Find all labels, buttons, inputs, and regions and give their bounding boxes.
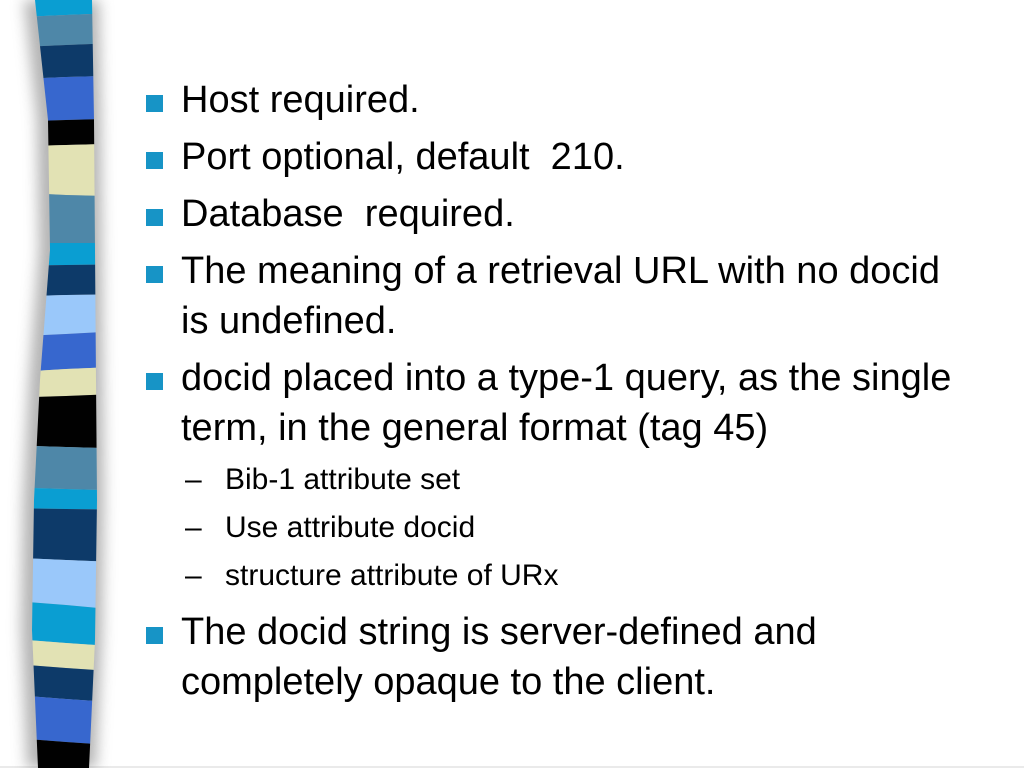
bullet-text: Bib-1 attribute set bbox=[225, 463, 461, 496]
bullet-square-icon bbox=[146, 95, 163, 112]
slide-bottom-edge bbox=[0, 766, 1024, 768]
bullet-item: docid placed into a type-1 query, as the… bbox=[145, 353, 951, 453]
bullet-item: Database required. bbox=[145, 189, 515, 239]
bullet-text: The docid string is server-defined and c… bbox=[181, 611, 817, 703]
bullet-item: The meaning of a retrieval URL with no d… bbox=[145, 246, 940, 346]
bullet-text: Database required. bbox=[181, 193, 515, 235]
decorative-ribbon bbox=[0, 0, 140, 768]
bullet-square-icon bbox=[146, 152, 163, 169]
bullet-text: docid placed into a type-1 query, as the… bbox=[181, 357, 952, 449]
sub-bullet-dash-icon: – bbox=[185, 559, 202, 592]
sub-bullet-dash-icon: – bbox=[185, 463, 202, 496]
sub-bullet-dash-icon: – bbox=[185, 511, 202, 544]
sub-bullet-item: –Use attribute docid bbox=[145, 504, 475, 552]
sub-bullet-item: –Bib-1 attribute set bbox=[145, 456, 460, 504]
sub-bullet-item: –structure attribute of URx bbox=[145, 552, 558, 600]
bullet-text: Host required. bbox=[181, 79, 420, 121]
bullet-item: Host required. bbox=[145, 75, 420, 125]
bullet-text: structure attribute of URx bbox=[225, 559, 559, 592]
bullet-square-icon bbox=[146, 266, 163, 283]
bullet-square-icon bbox=[146, 373, 163, 390]
bullet-text: Use attribute docid bbox=[225, 511, 476, 544]
bullet-text: Port optional, default 210. bbox=[181, 136, 625, 178]
bullet-text: The meaning of a retrieval URL with no d… bbox=[181, 250, 940, 342]
bullet-item: The docid string is server-defined and c… bbox=[145, 607, 817, 707]
bullet-square-icon bbox=[146, 209, 163, 226]
bullet-square-icon bbox=[146, 627, 163, 644]
bullet-item: Port optional, default 210. bbox=[145, 132, 625, 182]
